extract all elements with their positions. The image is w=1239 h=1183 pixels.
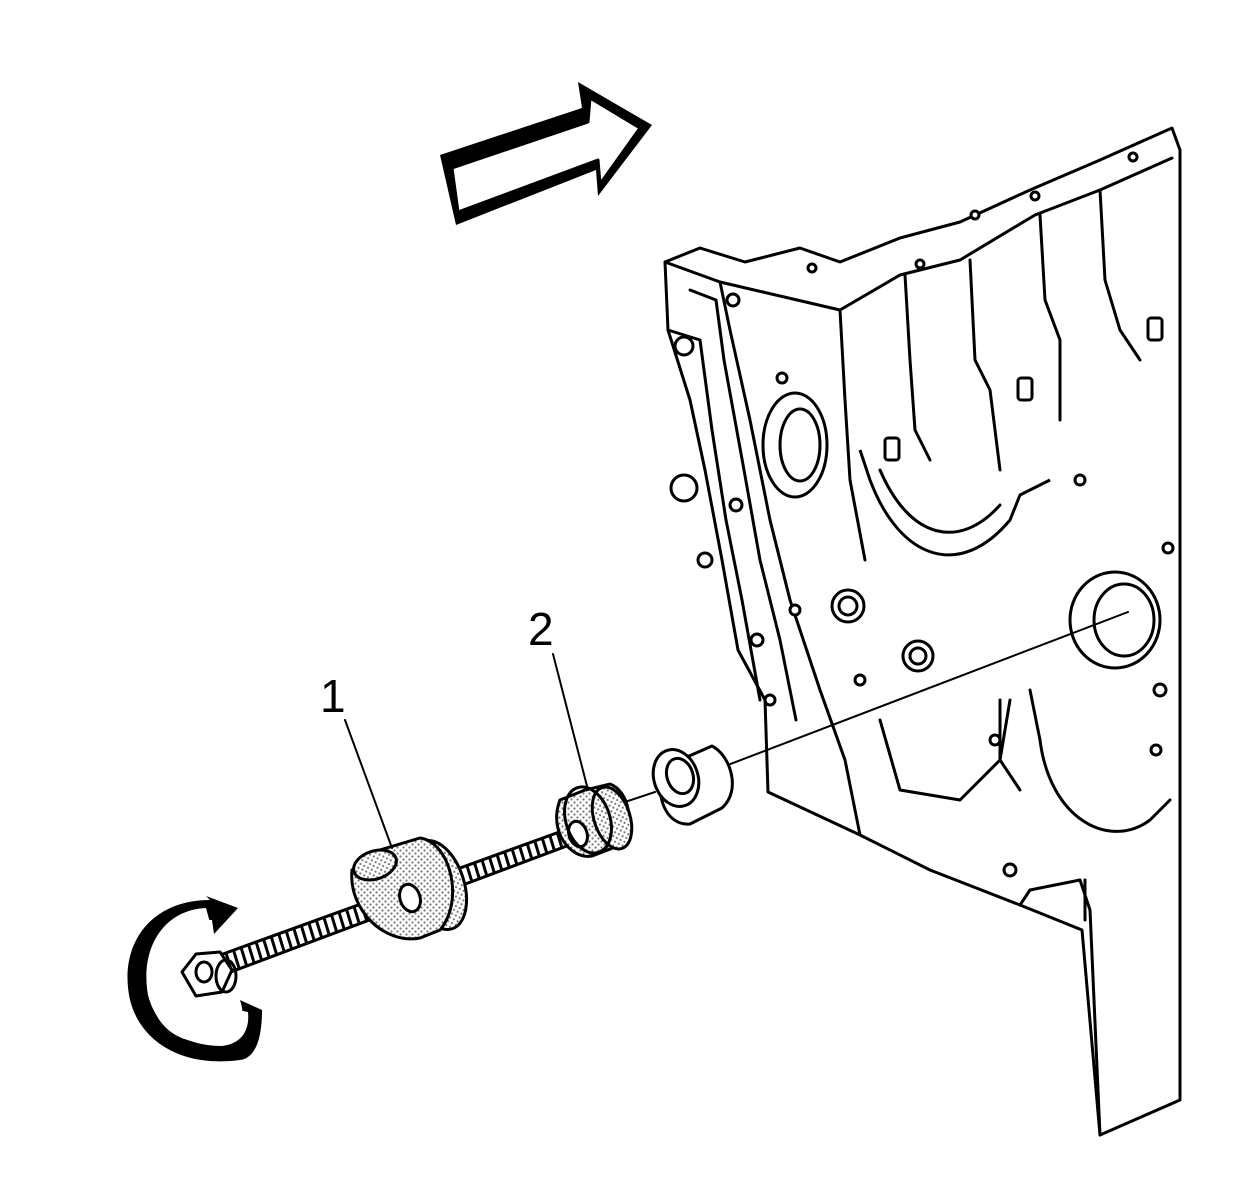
callout-2-label: 2	[528, 603, 554, 655]
clockwise-rotation-icon	[127, 896, 262, 1062]
callout-1-label: 1	[320, 670, 346, 722]
bolt-head	[180, 950, 238, 998]
alignment-line	[719, 611, 1129, 769]
bushing-tool-assembly	[180, 782, 634, 998]
camshaft-bushing	[651, 744, 734, 826]
arrow-right-icon	[440, 82, 652, 225]
callout-1: 1	[320, 670, 393, 849]
tool-part-2	[555, 782, 634, 858]
engine-block	[663, 126, 1182, 1137]
tool-part-1	[350, 836, 469, 941]
alignment-line-2	[624, 791, 656, 803]
callout-2: 2	[528, 603, 589, 791]
